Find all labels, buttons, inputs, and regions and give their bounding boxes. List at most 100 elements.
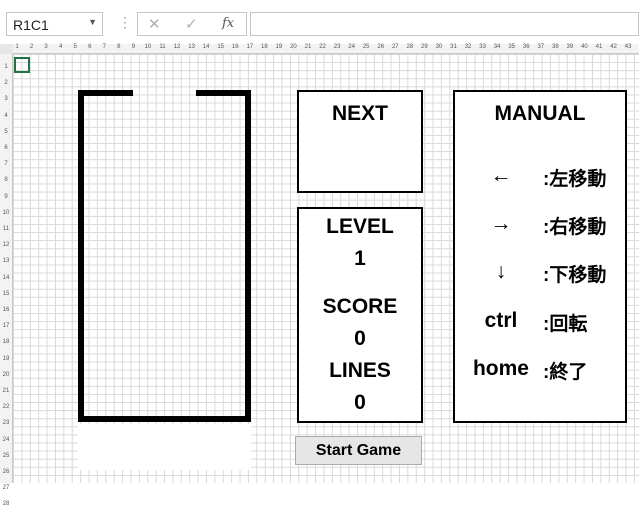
row-label[interactable]: 20 [2,371,10,378]
manual-item: ↓ :下移動 [455,260,625,290]
row-label[interactable]: 28 [2,501,10,507]
column-label[interactable]: 37 [537,44,545,50]
column-label[interactable]: 16 [231,44,239,50]
column-label[interactable]: 33 [479,44,486,50]
active-cell[interactable] [14,57,30,73]
column-label[interactable]: 40 [581,44,588,50]
manual-item-action: :回転 [543,314,588,335]
column-label[interactable]: 38 [552,44,559,50]
row-label[interactable]: 16 [2,307,10,313]
enter-icon[interactable]: ✓ [185,16,198,33]
column-label[interactable]: 11 [159,44,166,50]
row-label[interactable]: 24 [2,436,10,443]
column-label[interactable]: 4 [58,44,63,50]
column-label[interactable]: 12 [173,44,181,50]
cancel-icon[interactable]: ✕ [148,16,161,33]
column-label[interactable]: 6 [88,44,92,50]
row-label[interactable]: 18 [2,339,10,346]
manual-item-action: :下移動 [543,265,607,286]
column-label[interactable]: 15 [217,44,225,50]
name-box-value[interactable]: R1C1 [13,17,49,33]
row-label[interactable]: 23 [2,420,10,427]
row-label[interactable]: 4 [4,112,8,119]
column-label[interactable]: 42 [610,44,617,50]
column-label[interactable]: 26 [377,44,385,50]
manual-item-action: :左移動 [543,169,607,190]
column-label[interactable]: 1 [15,44,19,50]
column-label[interactable]: 34 [493,44,501,50]
more-options-icon: ⋮ [118,14,132,30]
row-label[interactable]: 6 [4,145,8,151]
score-value: 0 [354,327,366,350]
row-label[interactable]: 27 [2,485,10,492]
row-label[interactable]: 7 [4,161,8,168]
formula-bar: R1C1 ▼ ⋮ ✕ ✓ fx [0,0,639,44]
column-label[interactable]: 19 [275,44,283,50]
column-label[interactable]: 18 [261,44,268,50]
row-label[interactable]: 17 [2,323,10,330]
insert-function-icon[interactable]: fx [222,16,235,31]
column-label[interactable]: 22 [319,44,326,50]
row-label[interactable]: 14 [2,274,10,281]
column-label[interactable]: 24 [348,44,355,50]
manual-panel: MANUAL ← :左移動 → :右移動 ↓ :下移動 ctrl :回転 hom… [453,90,627,423]
row-label[interactable]: 13 [2,258,10,265]
row-label[interactable]: 9 [4,193,8,200]
row-label[interactable]: 22 [2,404,10,411]
column-label[interactable]: 20 [290,44,297,50]
manual-item-key: ctrl [484,309,518,332]
row-label[interactable]: 26 [2,469,10,475]
column-label[interactable]: 27 [391,44,399,50]
start-game-button[interactable]: Start Game [295,436,422,465]
column-label[interactable]: 41 [595,44,603,50]
column-label[interactable]: 35 [508,44,516,50]
row-label[interactable]: 5 [4,128,8,135]
column-label[interactable]: 17 [246,44,254,50]
field-bottom-wall [78,416,251,422]
row-label[interactable]: 10 [2,209,10,216]
column-label[interactable]: 28 [406,44,414,50]
manual-item: ← :左移動 [455,164,625,194]
column-label[interactable]: 3 [44,44,48,50]
column-label[interactable]: 30 [435,44,443,50]
manual-item-key: → [490,212,512,235]
field-right-wall [245,90,251,422]
column-label[interactable]: 29 [421,44,428,50]
row-label[interactable]: 25 [2,452,10,459]
column-label[interactable]: 23 [333,44,341,50]
formula-input[interactable] [250,12,639,36]
column-label[interactable]: 36 [522,44,530,50]
column-label[interactable]: 10 [144,44,152,50]
column-label[interactable]: 14 [202,44,210,50]
column-label[interactable]: 32 [464,44,472,50]
column-label[interactable]: 43 [624,44,632,50]
row-label[interactable]: 8 [4,177,8,184]
row-label[interactable]: 15 [2,290,10,297]
row-label[interactable]: 3 [4,96,8,103]
row-label[interactable]: 21 [2,388,10,394]
manual-item-action: :終了 [543,362,588,383]
column-label[interactable]: 21 [304,44,312,50]
row-label[interactable]: 11 [2,226,10,232]
column-label[interactable]: 9 [131,44,136,50]
name-box[interactable]: R1C1 ▼ [6,12,103,36]
column-label[interactable]: 31 [450,44,457,50]
column-label[interactable]: 7 [102,44,106,50]
row-label[interactable]: 1 [4,64,8,70]
column-label[interactable]: 13 [188,44,195,50]
column-label[interactable]: 2 [29,44,34,50]
manual-item-action: :右移動 [543,217,607,238]
row-label[interactable]: 12 [2,242,10,249]
row-label[interactable]: 19 [2,355,10,362]
column-label[interactable]: 8 [117,44,121,50]
manual-item-key: ↓ [495,260,507,283]
column-label[interactable]: 25 [362,44,370,50]
chevron-down-icon[interactable]: ▼ [88,17,97,27]
select-all-corner[interactable] [0,44,13,54]
lines-value: 0 [354,391,366,414]
row-label[interactable]: 2 [4,80,8,87]
column-label[interactable]: 39 [566,44,574,50]
column-label[interactable]: 5 [73,44,77,50]
